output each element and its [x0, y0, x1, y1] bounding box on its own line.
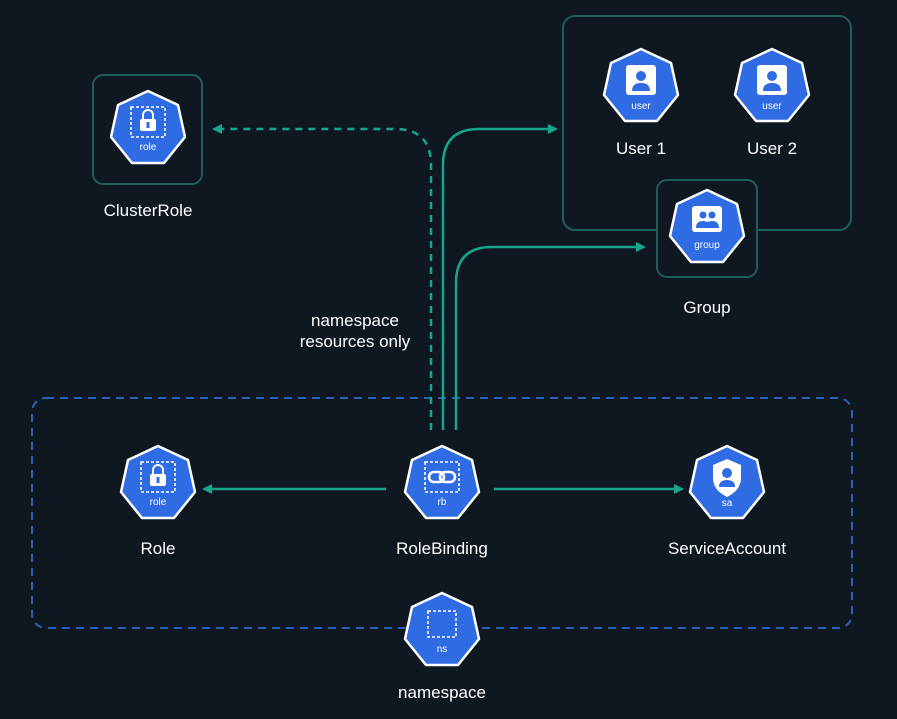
- namespace-label: namespace: [398, 683, 486, 702]
- namespace-badge: ns: [437, 644, 448, 655]
- namespace-icon: [427, 610, 457, 638]
- user-icon: [626, 65, 656, 95]
- group-icon: [692, 206, 722, 232]
- link-icon: [424, 461, 460, 493]
- node-role[interactable]: role: [119, 444, 197, 520]
- scope-note-line-2: resources only: [300, 332, 411, 351]
- node-namespace[interactable]: ns: [403, 591, 481, 667]
- service-account-icon: [713, 459, 741, 497]
- arrow-rolebinding-to-clusterrole: [212, 124, 433, 430]
- arrow-rolebinding-to-users: [441, 124, 558, 430]
- arrow-rolebinding-to-group: [454, 242, 646, 430]
- node-user-1[interactable]: user: [602, 47, 680, 123]
- service-account-badge: sa: [722, 498, 733, 509]
- role-label: Role: [141, 539, 176, 558]
- service-account-label: ServiceAccount: [668, 539, 786, 558]
- role-binding-label: RoleBinding: [396, 539, 488, 558]
- node-role-binding[interactable]: rb: [403, 444, 481, 520]
- node-service-account[interactable]: sa: [688, 444, 766, 520]
- cluster-role-label: ClusterRole: [104, 201, 193, 220]
- group-badge: group: [694, 240, 720, 251]
- lock-icon: [130, 106, 166, 138]
- node-cluster-role[interactable]: role: [109, 89, 187, 165]
- group-label: Group: [683, 298, 730, 317]
- role-badge: role: [150, 497, 167, 508]
- user-2-badge: user: [762, 101, 782, 112]
- cluster-role-box: [92, 74, 203, 185]
- node-user-2[interactable]: user: [733, 47, 811, 123]
- lock-icon: [140, 461, 176, 493]
- role-binding-badge: rb: [438, 497, 447, 508]
- user-1-label: User 1: [616, 139, 666, 158]
- scope-note-line-1: namespace: [311, 311, 399, 330]
- node-group[interactable]: group: [668, 188, 746, 264]
- cluster-role-badge: role: [140, 142, 157, 153]
- user-icon: [757, 65, 787, 95]
- user-1-badge: user: [631, 101, 651, 112]
- user-2-label: User 2: [747, 139, 797, 158]
- heptagon-shape: [403, 591, 481, 667]
